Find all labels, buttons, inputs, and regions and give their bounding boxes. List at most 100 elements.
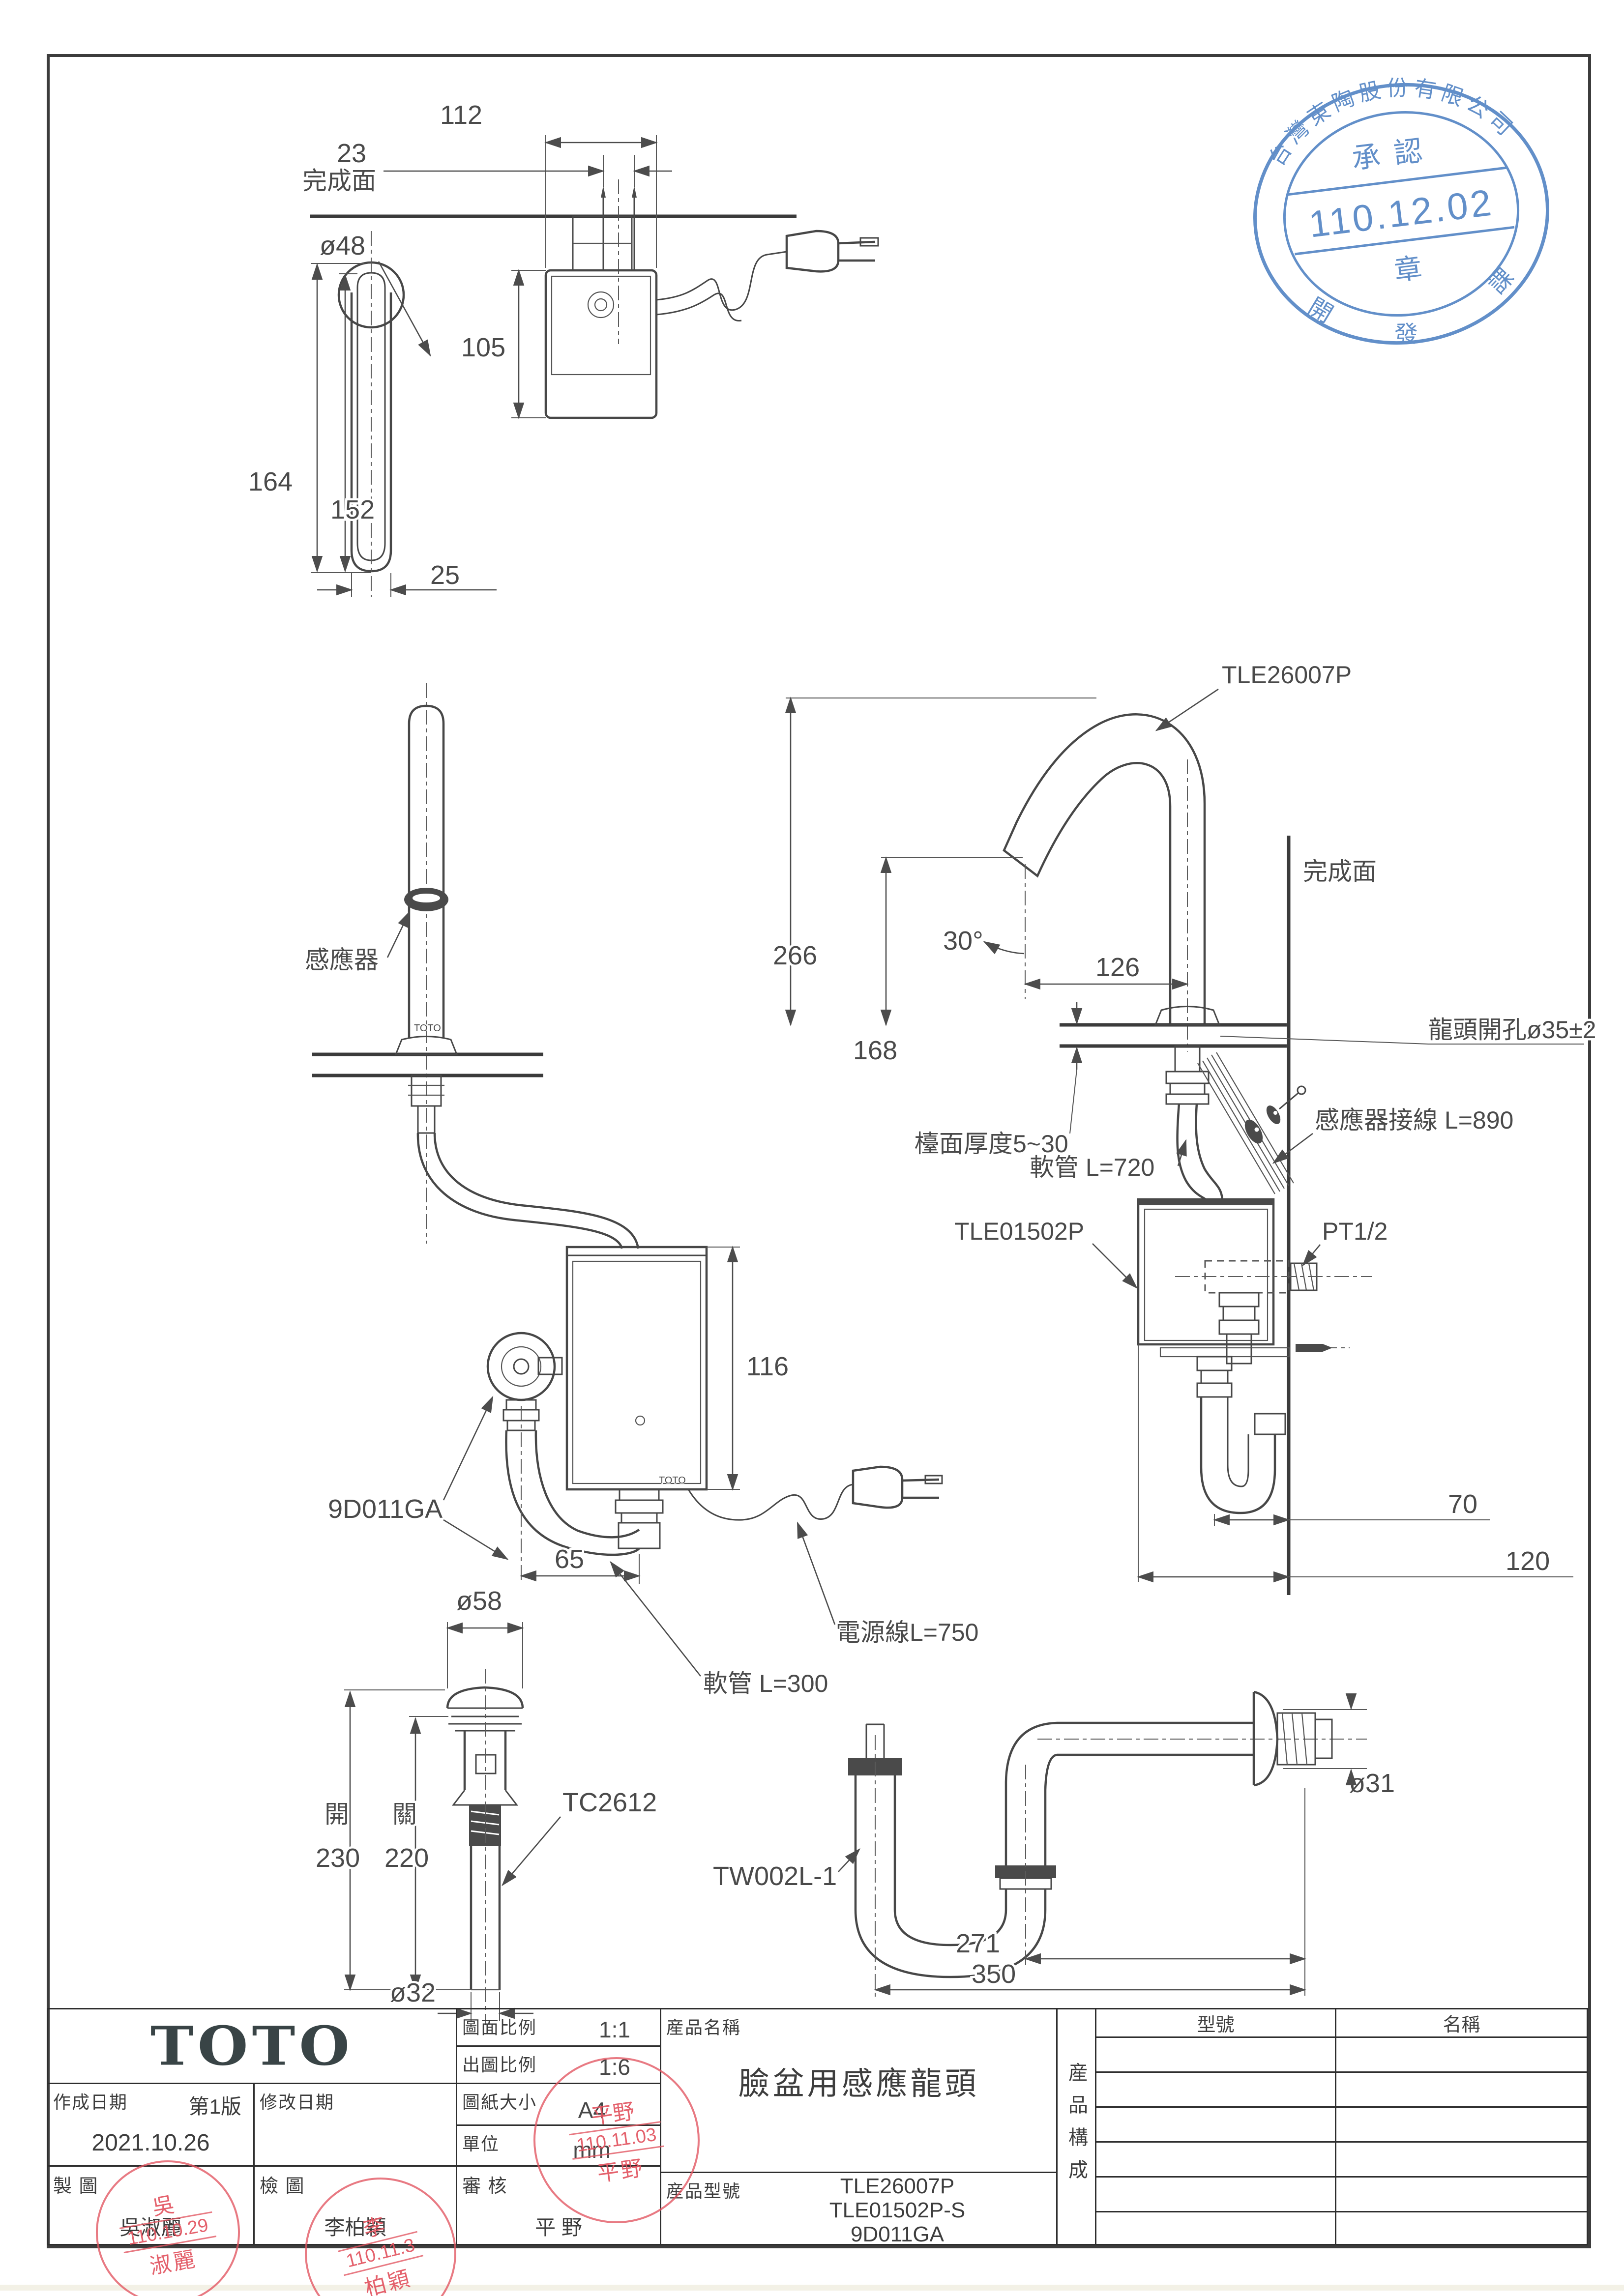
model-1: TLE26007P bbox=[840, 2174, 955, 2198]
front-controller-box: TOTO 116 bbox=[565, 1246, 791, 1549]
unit-value: mm bbox=[573, 2137, 611, 2163]
title-block: TOTO 圖面比例 1:1 出圖比例 1:6 産品名稱 臉盆用感應龍頭 作成日期… bbox=[47, 2008, 1588, 2246]
scale-cell: 圖面比例 1:1 bbox=[456, 2008, 661, 2047]
row-line-1 bbox=[1096, 2071, 1587, 2073]
plan-finished-surface: 完成面 bbox=[300, 165, 797, 218]
review-label: 審 核 bbox=[462, 2176, 508, 2197]
dim-271: 271 bbox=[956, 1929, 1000, 1958]
dim-23: 23 bbox=[337, 139, 366, 168]
dim-164: 164 bbox=[248, 467, 293, 496]
check-cell: 檢 圖 李柏穎 bbox=[253, 2165, 457, 2245]
dim-30deg: 30° bbox=[943, 926, 983, 956]
side-finish-label: 完成面 bbox=[1303, 858, 1377, 885]
box-logo: TOTO bbox=[659, 1475, 686, 1486]
trap-body bbox=[848, 1690, 1367, 2001]
row-line-5 bbox=[1096, 2211, 1587, 2212]
model-2: TLE01502P-S bbox=[829, 2198, 966, 2222]
review-name: 平 野 bbox=[535, 2216, 582, 2239]
stamp-review-bottom: 平野 bbox=[595, 2155, 646, 2186]
model-tle26007p: TLE26007P bbox=[1222, 661, 1352, 689]
sheet-border bbox=[47, 54, 1591, 2248]
view-drain: ø58 bbox=[314, 1584, 659, 2025]
stamp-dept-2: 發 bbox=[1394, 321, 1418, 348]
dim-105: 105 bbox=[461, 333, 505, 362]
drain-dims-top: ø58 bbox=[446, 1584, 524, 1688]
finish-label: 完成面 bbox=[302, 167, 376, 195]
dim-70: 70 bbox=[1448, 1489, 1477, 1519]
version: 第1版 bbox=[188, 2095, 241, 2118]
model-tw002l1: TW002L-1 bbox=[713, 1861, 837, 1891]
unit-label: 單位 bbox=[462, 2134, 500, 2154]
drain-body bbox=[446, 1669, 524, 2025]
hose300-label: 軟管 L=300 bbox=[703, 1670, 828, 1697]
dim-350: 350 bbox=[972, 1959, 1016, 1989]
stamp-draft-top: 吳 bbox=[150, 2192, 177, 2220]
row-line-4 bbox=[1096, 2176, 1587, 2178]
side-controller: TLE01502P PT1/2 bbox=[952, 1198, 1390, 1514]
model-3: 9D011GA bbox=[851, 2222, 944, 2246]
paper-size-label: 圖紙大小 bbox=[462, 2092, 537, 2112]
composition-strip: 産品構成 bbox=[1056, 2008, 1096, 2245]
plot-scale-label: 出圖比例 bbox=[462, 2055, 537, 2075]
hose720-label: 軟管 L=720 bbox=[1030, 1154, 1154, 1181]
side-dimensions: 266 168 30° 126 龍頭開孔ø35±2 檯面厚度5~30 bbox=[771, 697, 1598, 1160]
front-supply-valve: 9D011GA 65 軟管 L=300 bbox=[326, 1332, 830, 1700]
view-side: TLE26007P 完成面 266 168 30° 126 bbox=[771, 659, 1598, 1595]
view-plan: 完成面 ø48 164 152 25 112 bbox=[246, 98, 879, 597]
review-cell: 審 核 平 野 bbox=[456, 2165, 661, 2245]
side-hoses: 軟管 L=720 感應器接線 L=890 bbox=[1028, 1052, 1516, 1200]
sensor-label: 感應器 bbox=[305, 946, 379, 974]
power-label: 電源線L=750 bbox=[836, 1619, 978, 1646]
dim-126: 126 bbox=[1095, 953, 1140, 982]
composition-table: 型號 名稱 bbox=[1095, 2008, 1588, 2245]
stamp-check-top: 李 bbox=[360, 2213, 388, 2242]
label-open: 開 bbox=[325, 1801, 349, 1828]
table-divider bbox=[1335, 2036, 1336, 2245]
part-9d011ga: 9D011GA bbox=[328, 1494, 443, 1524]
view-front: 感應器 TOTO TOTO 116 bbox=[303, 683, 981, 1700]
dim-phi32: ø32 bbox=[390, 1978, 436, 2007]
stamp-seal-char: 章 bbox=[1392, 252, 1423, 286]
dim-65: 65 bbox=[555, 1544, 584, 1574]
dim-phi58: ø58 bbox=[456, 1586, 502, 1616]
front-power-cord: 電源線L=750 bbox=[687, 1465, 981, 1649]
dim-112: 112 bbox=[440, 100, 482, 130]
scan-artifact bbox=[0, 2285, 1624, 2291]
dim-230: 230 bbox=[316, 1843, 360, 1873]
drain-dims-side: 開 230 關 220 TC2612 ø32 bbox=[314, 1689, 659, 2021]
paper-size-value: A4 bbox=[578, 2097, 606, 2123]
hole-label: 龍頭開孔ø35±2 bbox=[1428, 1016, 1596, 1044]
side-lower-dims: 70 120 bbox=[1137, 1344, 1573, 1583]
check-name: 李柏穎 bbox=[324, 2216, 386, 2239]
scale-label: 圖面比例 bbox=[462, 2017, 537, 2037]
unit-tle01502p: TLE01502P bbox=[954, 1218, 1084, 1245]
dim-220: 220 bbox=[384, 1843, 429, 1873]
front-faucet: 感應器 TOTO bbox=[303, 683, 640, 1249]
toto-logo: TOTO bbox=[150, 2014, 354, 2078]
created-label: 作成日期 bbox=[53, 2092, 128, 2112]
side-faucet: TLE26007P 完成面 bbox=[1003, 659, 1379, 1595]
product-name: 臉盆用感應龍頭 bbox=[738, 2066, 979, 2101]
plan-controller-side: 112 23 105 bbox=[335, 98, 879, 419]
plot-scale-value: 1:6 bbox=[599, 2054, 630, 2080]
created-cell: 作成日期 第1版 2021.10.26 bbox=[47, 2083, 255, 2167]
modified-label: 修改日期 bbox=[260, 2092, 335, 2112]
col-header-name: 名稱 bbox=[1335, 2009, 1588, 2038]
draft-name: 吳淑麗 bbox=[119, 2216, 182, 2239]
dim-phi31: ø31 bbox=[1349, 1769, 1395, 1798]
thickness-label: 檯面厚度5~30 bbox=[915, 1130, 1068, 1158]
col-header-model: 型號 bbox=[1096, 2009, 1336, 2038]
trap-labels: TW002L-1 ø31 271 350 bbox=[711, 1693, 1397, 1996]
product-model-cell: 産品型號 TLE26007P TLE01502P-S 9D011GA bbox=[660, 2172, 1058, 2246]
stamp-date-text: 110.12.02 bbox=[1306, 181, 1496, 245]
label-close: 關 bbox=[392, 1801, 417, 1828]
view-trap: TW002L-1 ø31 271 350 bbox=[711, 1690, 1397, 2001]
dim-168: 168 bbox=[853, 1036, 897, 1065]
check-label: 檢 圖 bbox=[260, 2176, 305, 2197]
logo-cell: TOTO bbox=[47, 2008, 457, 2084]
approval-stamp-blue: 台灣東陶股份有限公司 承認 110.12.02 章 開 發 課 bbox=[1253, 61, 1549, 348]
product-name-cell: 産品名稱 臉盆用感應龍頭 bbox=[660, 2008, 1058, 2173]
stamp-approve-text: 承認 bbox=[1350, 133, 1438, 175]
row-line-3 bbox=[1096, 2141, 1587, 2143]
